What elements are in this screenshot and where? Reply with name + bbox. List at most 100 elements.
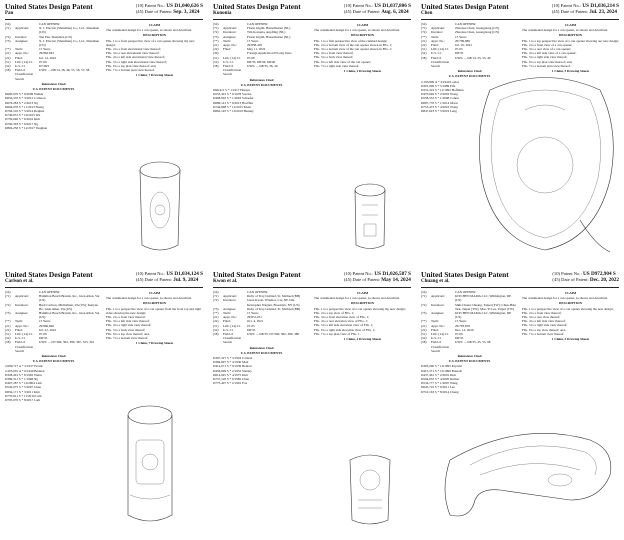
field-label: Term: [431,34,439,39]
date-label: (45) Date of Patent: [135,9,173,14]
claims-footer: 1 Claim, 2 Drawing Sheets [343,337,382,342]
field-code: (51) [421,47,427,52]
biblio-field: (58) Field of Classification Search USPC… [5,340,102,353]
field-value: 15 Years [247,38,259,43]
ref-entry: D757,120 S * 9/1982 Chen [213,377,249,382]
description-line: FIG. 6 is a top view thereof; and, [106,331,150,336]
field-label: Applicant: [223,294,237,299]
field-code: (22) [5,55,11,60]
field-code: (21) [5,323,11,328]
field-code: (**) [421,319,427,324]
field-label: Inventors: [223,30,237,35]
ref-entry: D704,516 S * 5/2014 Reijnen [5,109,45,114]
biblio-field: (21) Appl. No.: 29/862,843 [5,51,102,55]
ref-entry: D470,046 S * 2/2003 Wong [421,92,458,97]
patent-no-label: (10) Patent No.: [343,3,374,8]
field-label: Inventors: [15,302,29,307]
biblio-field: (72) Inventor: Yue Pan, Shenzhen (CN) [5,35,102,39]
field-code: (71) [421,26,427,31]
patent-no: US D1,040,626 S [166,3,203,9]
field-value: CAN OPENER [39,290,60,294]
claim-column: CLAIM The ornamental design for a can op… [314,290,411,385]
patent-title: United States Design Patent [421,2,509,11]
ref-entry: D600,070 S * 9/2009 Walker [5,92,44,97]
biblio-field: (**) Term: 15 Years [421,319,518,323]
field-value: Dec. 12, 2020 [455,327,474,332]
description-line: FIG. 1 is a top perspective view of a ca… [522,38,619,43]
description-line: FIG. 6 is a right side elevation view of… [314,327,376,332]
field-value: 29/862,843 [39,51,54,56]
date-label: (45) Date of Patent: [135,277,173,282]
ref-entry: D676,283 S * 2/2013 Ng [5,100,39,105]
field-value: 29/793,659 [455,323,470,328]
field-value: CAN OPENER [39,22,60,26]
field-label: U.S. Cl. [15,336,26,341]
field-label: Field of Classification Search [223,64,242,77]
biblio-field: (22) Filed: Oct. 4, 2021 [213,319,310,323]
bibliographic-column: (54) CAN OPENER (71) Applicant: KITCHEN … [421,290,518,394]
ref-entry: D437,461 S * 2/2001 Kim [421,372,456,377]
field-value: CAN OPENER [455,290,476,294]
claim-text: The ornamental design for a can opener, … [314,296,400,301]
bibliographic-column: (54) CAN OPENER (71) Applicant: Florin G… [213,22,310,113]
patent-drawing-figure [110,400,190,530]
field-value: 07-06 [247,55,255,60]
patent-header: United States Design Patent Kwon et al. … [213,271,411,288]
patent-drawing-figure [440,420,620,535]
field-value: 29/858,418 [247,43,262,48]
field-code: (22) [5,327,11,332]
field-label: U.S. Cl. [431,51,442,56]
field-code: (22) [213,47,219,52]
field-value: USPC ... D8/14, 33, 35, 40 [455,55,491,60]
description-line: FIG. 6 is a top plan view thereof; and, [522,59,573,64]
field-code: (**) [5,47,11,52]
field-value: 07-06 [39,59,47,64]
field-value: D8/35 [247,327,256,332]
refs-title: References Cited [457,354,482,359]
field-value: Jul. 14, 2022 [39,55,57,60]
date-label: (45) Date of Patent: [552,277,589,282]
field-label: Filed: [15,55,23,60]
ref-entry: D367,327 S * 3/1924 Carlson [213,356,253,361]
claim-column: CLAIM The ornamental design for a can op… [106,290,203,402]
field-value: May 11, 2022 [247,47,266,52]
field-code: (51) [213,55,219,60]
claims-footer: 1 Claim, 5 Drawing Sheets [551,337,590,342]
description-line: FIG. 5 is a back view thereof; [314,55,354,60]
field-label: Field of Classification Search [15,68,34,81]
field-label: Assignee: [223,34,237,39]
field-value: 15 Years [455,319,467,324]
patent-no-label: (10) Patent No.: [135,271,166,276]
patent-panel: United States Design Patent Pan (10) Pat… [0,0,208,267]
ref-entry: D694,076 S * 11/2013 Sheng [5,104,44,109]
field-value: Hamilton Beach Brands, Inc., Glen Allen,… [39,294,100,303]
claim-column: CLAIM The ornamental design for a can op… [106,22,203,130]
ref-entry: D634,171 S * 3/2011 Kim [5,389,40,394]
field-label: Filed: [431,43,439,48]
biblio-field: (**) Term: 15 Years [5,319,102,323]
ref-entry: D770,811 S * 11/2016 Lam [5,393,42,398]
inventor-name: Chen [421,11,433,16]
biblio-field: (71) Applicant: Hamilton Beach Brands, I… [5,294,102,302]
patent-header: United States Design Patent Chen (10) Pa… [421,3,619,20]
ref-entry: D710,163 S * 8/2014 Cheng [421,389,459,394]
claim-text: The ornamental design for a can opener, … [314,28,400,33]
biblio-field: (**) Term: 15 Years [213,39,310,43]
biblio-field: (52) U.S. Cl. D8/35 [421,336,518,340]
claim-title: CLAIM [356,23,369,27]
field-code: (72) [421,302,427,307]
description-line: FIG. 3 is a front elevation view of FIG.… [314,315,370,320]
field-code: (**) [213,311,219,316]
field-code: (73) [421,311,427,316]
field-code: (51) [421,332,427,337]
field-label: Appl. No.: [15,51,30,56]
refs-subtitle: U.S. PATENT DOCUMENTS [32,87,75,92]
patent-date: Sep. 3, 2024 [173,9,200,15]
field-label: Field of Classification Search [223,332,242,345]
field-code: (58) [5,340,11,345]
field-value: 29/851,231 [247,315,262,320]
field-label: Filed: [223,319,231,324]
field-code: (54) [5,22,11,26]
refs-subtitle: U.S. PATENT DOCUMENTS [448,74,491,79]
field-value: D7/693 [39,64,49,69]
